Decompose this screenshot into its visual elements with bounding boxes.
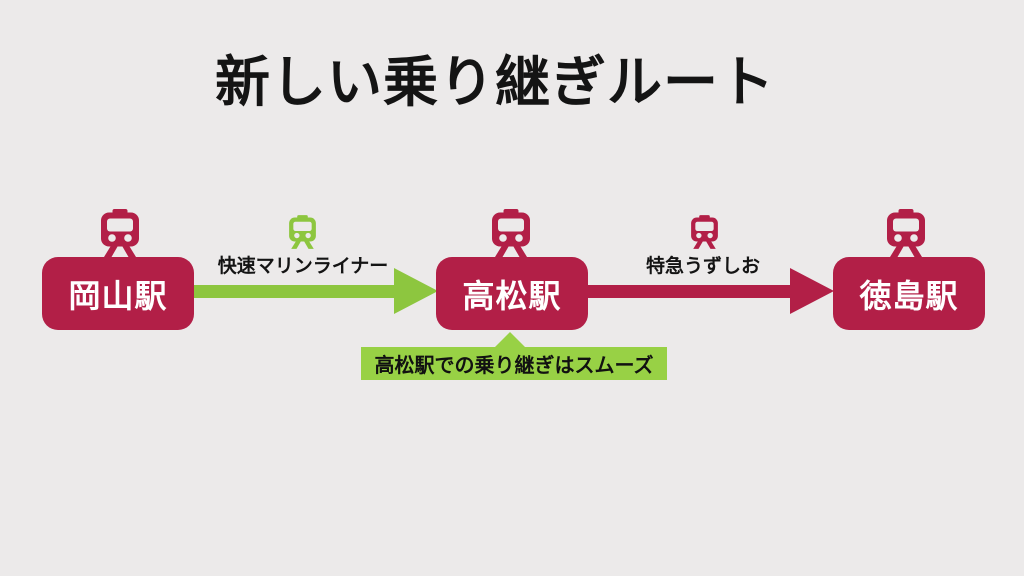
station-box-okayama: 岡山駅 [42,257,194,330]
station-name: 徳島駅 [859,277,959,314]
arrow-shaft [192,285,395,298]
train-icon [287,215,318,249]
arrow-head [394,268,438,314]
train-icon [689,215,720,249]
transfer-note-callout: 高松駅での乗り継ぎはスムーズ [361,347,667,380]
page-title: 新しい乗り継ぎルート [214,51,775,113]
train-icon [489,209,533,257]
callout-pointer [495,332,525,347]
train-icon [884,209,928,257]
station-name: 岡山駅 [68,277,168,314]
station-name: 高松駅 [462,277,562,314]
train-name-label: 快速マリンライナー [217,256,389,277]
station-box-takamatsu: 高松駅 [436,257,588,330]
station-box-tokushima: 徳島駅 [833,257,985,330]
arrow-head [790,268,834,314]
train-icon [98,209,142,257]
train-name-label: 特急うずしお [645,256,760,277]
arrow-shaft [588,285,791,298]
